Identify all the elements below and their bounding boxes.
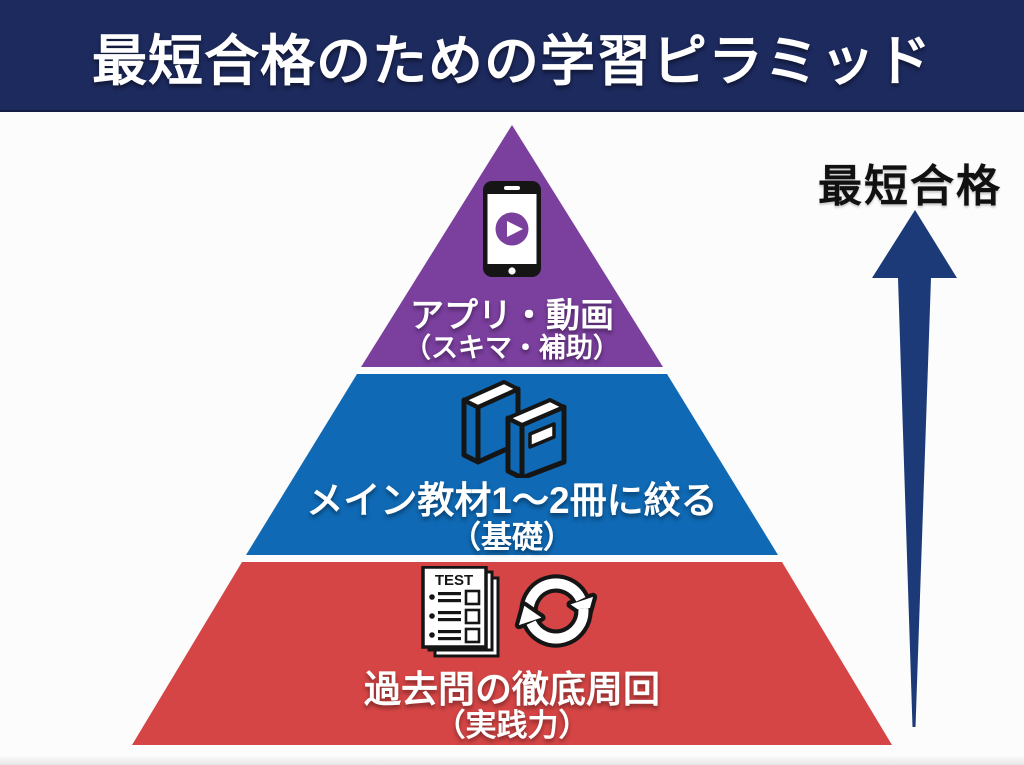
goal-label: 最短合格 <box>818 162 1002 211</box>
level-top-subtitle: （スキマ・補助） <box>404 333 620 363</box>
book-front <box>505 398 567 478</box>
bottom-shading <box>0 755 1024 765</box>
level-top-title: アプリ・動画 <box>410 297 614 335</box>
books-icon <box>461 380 567 478</box>
header-banner: 最短合格のための学習ピラミッド <box>0 0 1024 112</box>
test-papers-icon: TEST <box>421 566 500 658</box>
level-bottom-subtitle: （実践力） <box>434 708 590 743</box>
repeat-icon <box>514 574 598 648</box>
level-middle-subtitle: （基礎） <box>450 520 574 555</box>
up-arrow-icon <box>872 210 957 727</box>
test-paper-label: TEST <box>435 572 473 589</box>
smartphone-video-icon <box>483 181 541 277</box>
level-middle-title: メイン教材1〜2冊に絞る <box>306 480 718 521</box>
page-title: 最短合格のための学習ピラミッド <box>91 30 932 92</box>
repeat-arrow-bottom <box>514 601 593 648</box>
level-bottom-title: 過去問の徹底周回 <box>364 669 660 710</box>
